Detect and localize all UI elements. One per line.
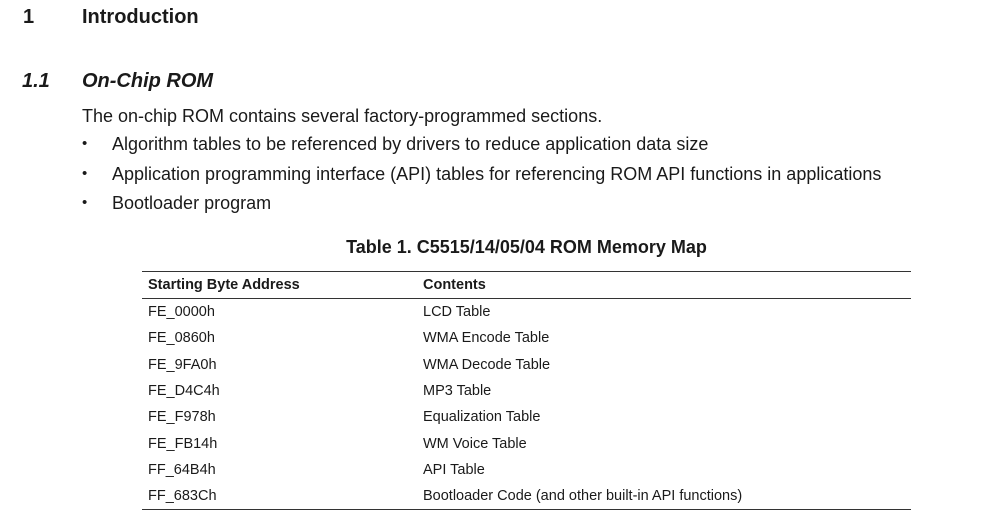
table-row: FE_0000h LCD Table [142, 299, 911, 326]
table-row: FE_D4C4h MP3 Table [142, 378, 911, 404]
table-row: FF_64B4h API Table [142, 457, 911, 483]
address-cell: FE_D4C4h [148, 383, 220, 400]
table-row: FE_FB14h WM Voice Table [142, 430, 911, 456]
bullet-icon: • [82, 194, 88, 211]
address-cell: FE_9FA0h [148, 356, 217, 373]
subsection-number: 1.1 [22, 70, 50, 92]
list-item-text: Bootloader program [112, 193, 272, 213]
list-item: • Application programming interface (API… [0, 163, 990, 193]
table-caption: Table 1. C5515/14/05/04 ROM Memory Map [346, 237, 707, 257]
contents-cell: API Table [423, 461, 485, 478]
table-row: FE_F978h Equalization Table [142, 404, 911, 430]
table-row: FE_0860h WMA Encode Table [142, 325, 911, 351]
contents-cell: MP3 Table [423, 383, 492, 400]
feature-list: • Algorithm tables to be referenced by d… [0, 133, 990, 222]
list-item-text: Application programming interface (API) … [112, 163, 882, 184]
list-item: • Algorithm tables to be referenced by d… [0, 133, 990, 163]
table: Starting Byte Address Contents FE_0000h … [142, 271, 911, 511]
subsection-title: On-Chip ROM [82, 70, 214, 92]
address-cell: FE_0000h [148, 304, 215, 321]
contents-cell: Bootloader Code (and other built-in API … [417, 483, 911, 511]
contents-cell: WM Voice Table [423, 435, 527, 452]
address-cell: FE_F978h [148, 409, 216, 426]
contents-cell: Equalization Table [423, 409, 541, 426]
bullet-icon: • [82, 135, 88, 152]
contents-cell: LCD Table [423, 304, 491, 321]
bullet-icon: • [82, 164, 88, 182]
section-title: Introduction [82, 6, 199, 28]
address-cell: FE_FB14h [148, 435, 218, 452]
address-cell: FF_683Ch [142, 483, 417, 511]
rom-memory-map-table: Starting Byte Address Contents FE_0000h … [142, 271, 911, 511]
contents-cell: WMA Encode Table [423, 330, 550, 347]
table-row: FE_9FA0h WMA Decode Table [142, 352, 911, 378]
subsection-heading: 1.1 On-Chip ROM [0, 68, 600, 96]
contents-cell: WMA Decode Table [423, 356, 551, 373]
intro-paragraph: The on-chip ROM contains several factory… [82, 106, 603, 126]
address-cell: FF_64B4h [148, 461, 216, 478]
list-item-text: Algorithm tables to be referenced by dri… [112, 134, 709, 154]
section-heading: 1 Introduction [0, 4, 600, 32]
list-item: • Bootloader program [0, 192, 990, 222]
table-row: FF_683Ch Bootloader Code (and other buil… [142, 483, 911, 511]
column-header-address: Starting Byte Address [142, 271, 417, 299]
column-header-contents: Contents [417, 271, 911, 299]
table-header-row: Starting Byte Address Contents [142, 271, 911, 299]
address-cell: FE_0860h [148, 330, 215, 347]
section-number: 1 [23, 6, 35, 28]
